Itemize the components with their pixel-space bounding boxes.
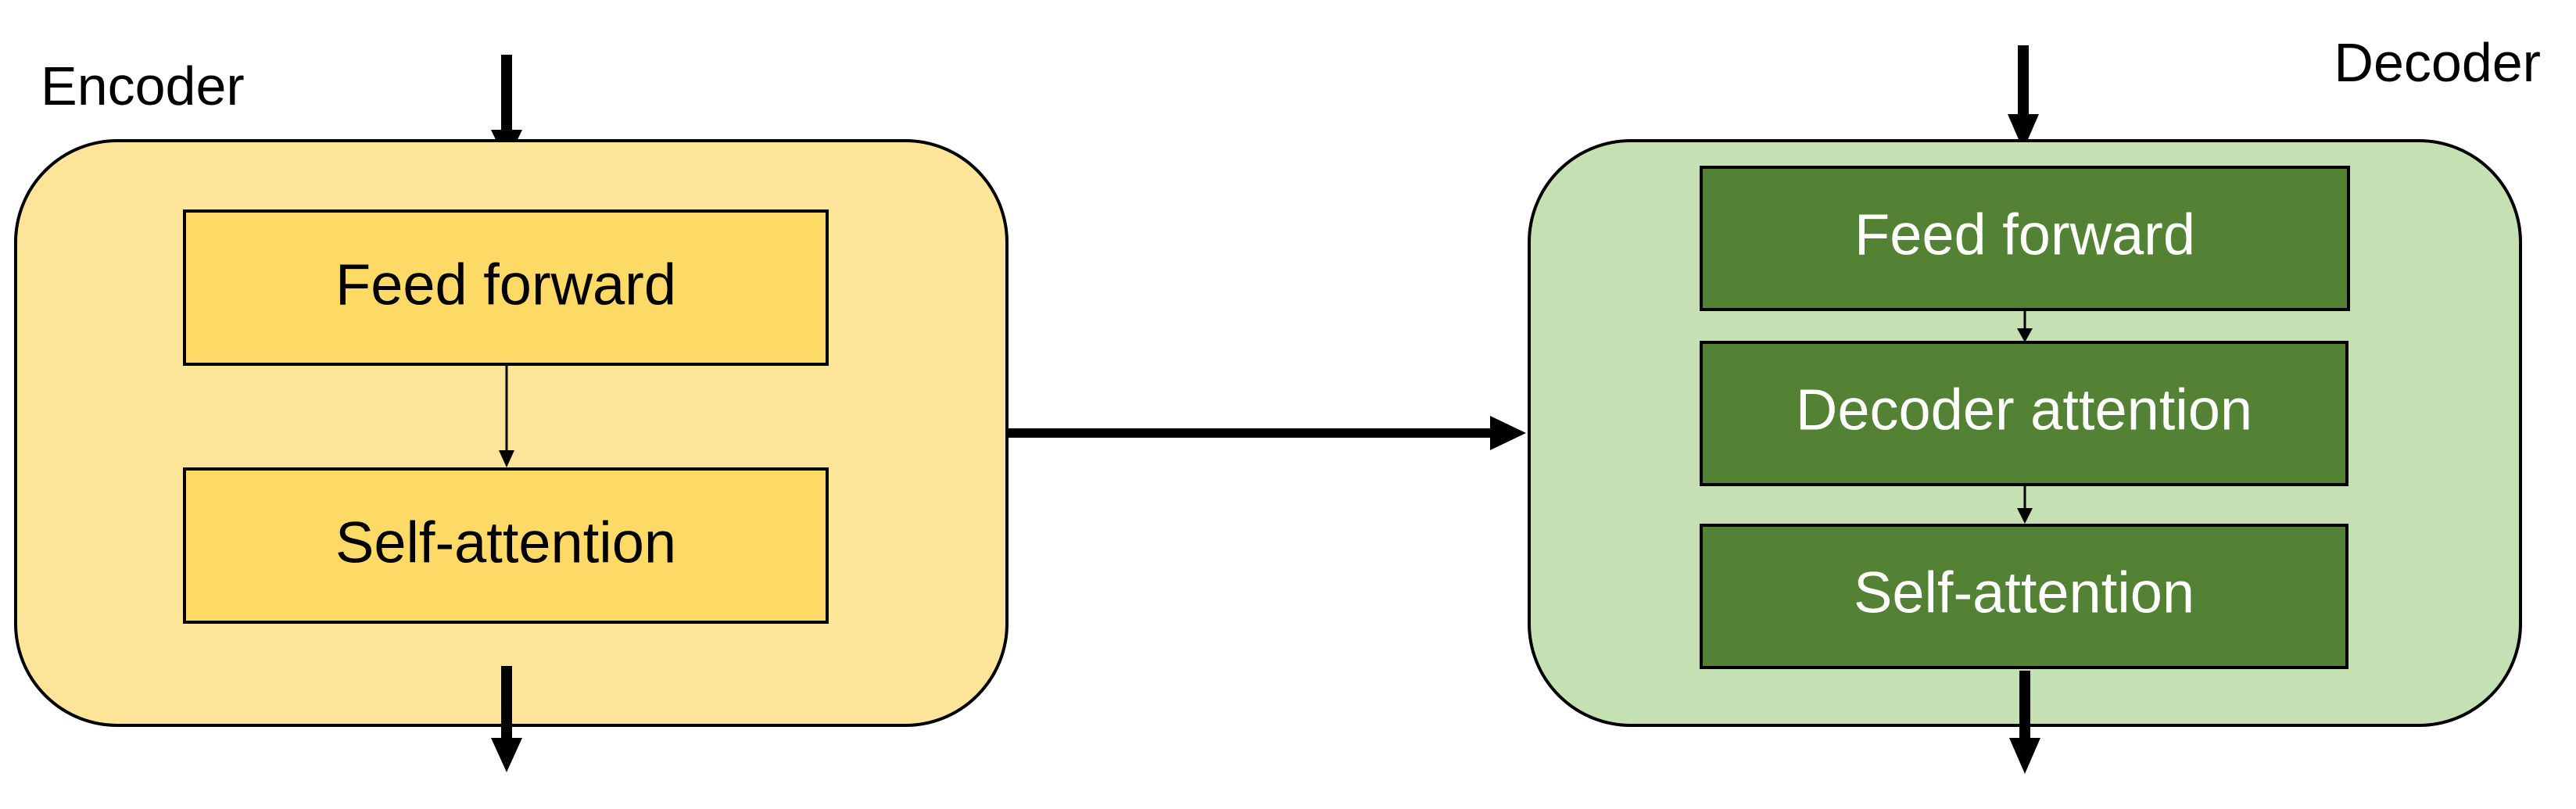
decoder-attention-block: Decoder attention: [1700, 341, 2348, 486]
decoder-attention-label: Decoder attention: [1796, 378, 2252, 442]
decoder-feed-forward-label: Feed forward: [1854, 202, 2195, 267]
decoder-internal-arrow-2: [2017, 485, 2033, 524]
encoder-self-attention-label: Self-attention: [335, 510, 676, 575]
decoder-output-arrow: [2009, 671, 2040, 774]
encoder-to-decoder-arrow: [1007, 416, 1526, 450]
decoder-feed-forward-block: Feed forward: [1700, 166, 2350, 311]
encoder-internal-arrow: [499, 366, 514, 467]
encoder-feed-forward-label: Feed forward: [335, 252, 676, 317]
encoder-output-arrow: [491, 666, 522, 772]
encoder-self-attention-block: Self-attention: [183, 467, 829, 624]
decoder-input-arrow: [2008, 45, 2039, 150]
decoder-self-attention-label: Self-attention: [1854, 560, 2194, 625]
decoder-internal-arrow-1: [2017, 310, 2033, 342]
decoder-title: Decoder: [2334, 32, 2541, 93]
decoder-self-attention-block: Self-attention: [1700, 524, 2348, 669]
encoder-feed-forward-block: Feed forward: [183, 209, 829, 366]
encoder-title: Encoder: [41, 55, 245, 116]
